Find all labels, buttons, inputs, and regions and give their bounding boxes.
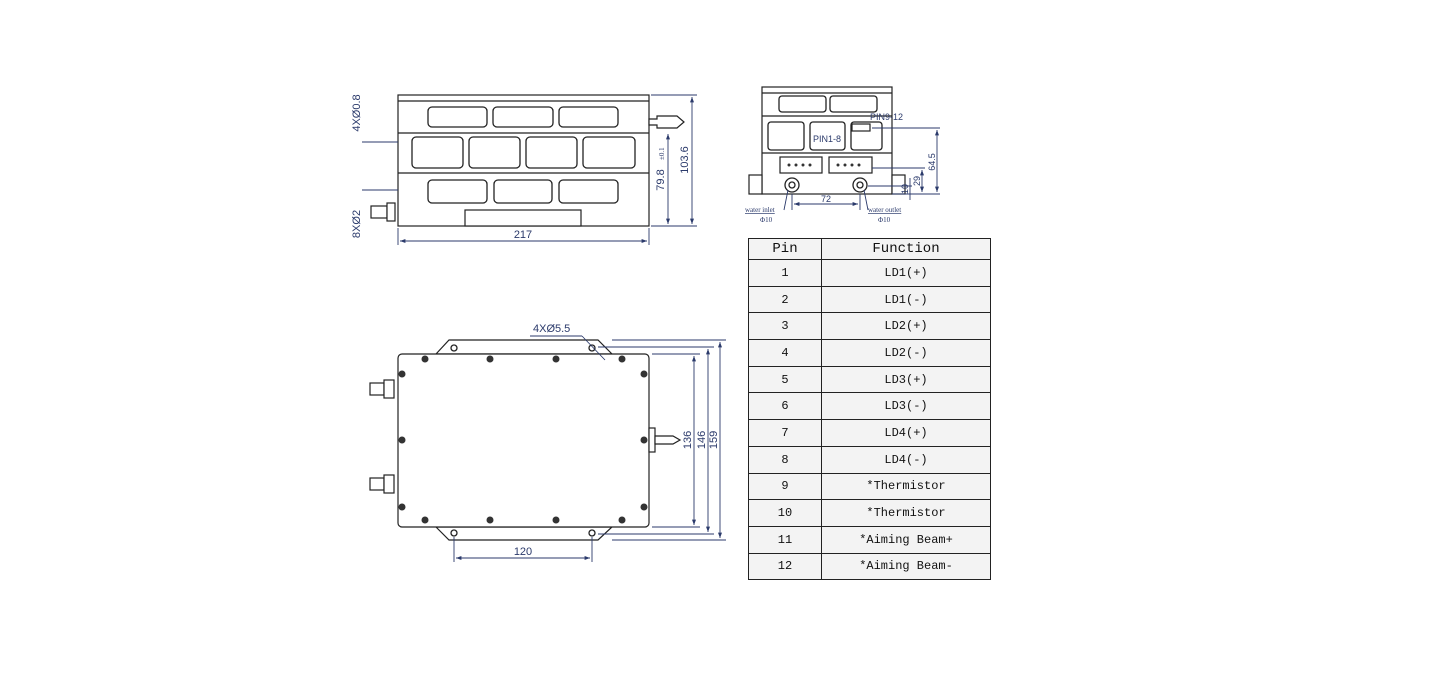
dim-136: 136 <box>682 431 694 449</box>
pin-cell: 4 <box>748 339 822 367</box>
label-water-outlet: water outlet <box>868 206 901 214</box>
table-row: 9*Thermistor <box>748 472 991 501</box>
pin-cell: 11 <box>748 525 822 554</box>
table-row: 12*Aiming Beam- <box>748 552 991 581</box>
pin-cell: 1 <box>748 259 822 287</box>
dim-159: 159 <box>708 431 720 449</box>
pin-cell: 5 <box>748 365 822 394</box>
pin-cell: 9 <box>748 472 822 501</box>
table-row: 10*Thermistor <box>748 499 991 527</box>
dim-29: 29 <box>912 176 922 186</box>
dim-120: 120 <box>514 546 532 558</box>
pin-cell: 3 <box>748 312 822 341</box>
label-water-inlet: water inlet <box>745 206 775 214</box>
dim-79-8: 79.8 <box>655 169 667 190</box>
dim-10: 10 <box>900 184 910 194</box>
top-view: 4XØ5.5 136 146 159 120 <box>369 323 726 562</box>
function-cell: LD1(-) <box>821 285 991 314</box>
pin-cell: 6 <box>748 392 822 421</box>
side-view: 217 79.8 ±0.1 103.6 4XØ0.8 8XØ2 <box>351 94 697 245</box>
dim-72: 72 <box>821 194 831 204</box>
function-cell: LD1(+) <box>821 259 991 287</box>
function-cell: *Thermistor <box>821 499 991 527</box>
front-view: PIN9-12 PIN1-8 72 64.5 29 10 water inlet… <box>745 86 940 224</box>
pin-cell: 10 <box>748 499 822 527</box>
label-4x-0-8: 4XØ0.8 <box>351 94 363 131</box>
label-pin9-12: PIN9-12 <box>870 112 903 122</box>
dim-146: 146 <box>696 431 708 449</box>
outlet-diameter: Φ10 <box>878 216 891 224</box>
function-cell: LD3(+) <box>821 365 991 394</box>
dim-tolerance: ±0.1 <box>658 147 666 160</box>
function-cell: LD3(-) <box>821 392 991 421</box>
function-cell: LD4(-) <box>821 445 991 474</box>
table-row: 11*Aiming Beam+ <box>748 525 991 554</box>
label-8x-2: 8XØ2 <box>351 210 363 238</box>
dim-103-6: 103.6 <box>679 146 691 174</box>
dim-64-5: 64.5 <box>927 153 937 171</box>
pin-cell: 7 <box>748 419 822 447</box>
pin-cell: 12 <box>748 552 822 581</box>
label-pin1-8: PIN1-8 <box>813 134 841 144</box>
header-function: Function <box>821 238 991 260</box>
function-cell: *Aiming Beam+ <box>821 525 991 554</box>
dim-217: 217 <box>514 229 532 241</box>
header-pin: Pin <box>748 238 822 260</box>
function-cell: *Aiming Beam- <box>821 552 991 581</box>
inlet-diameter: Φ10 <box>760 216 773 224</box>
function-cell: LD2(+) <box>821 312 991 341</box>
pin-cell: 8 <box>748 445 822 474</box>
function-cell: LD4(+) <box>821 419 991 447</box>
function-cell: *Thermistor <box>821 472 991 501</box>
label-4x-5-5: 4XØ5.5 <box>533 323 570 335</box>
function-cell: LD2(-) <box>821 339 991 367</box>
pin-cell: 2 <box>748 285 822 314</box>
